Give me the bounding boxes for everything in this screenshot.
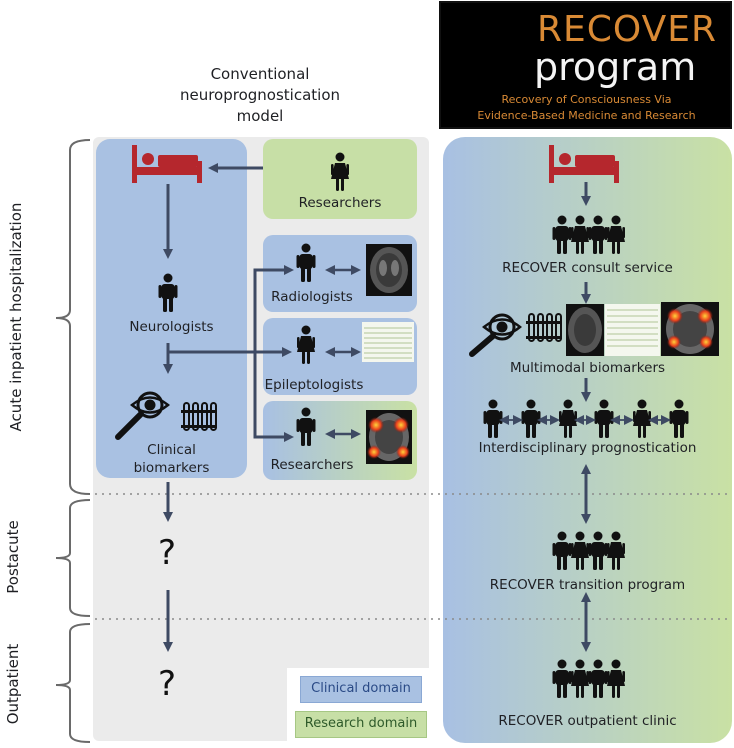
recover-eeg-thumbnail [605,304,660,356]
multimodal-label: Multimodal biomarkers [509,360,666,376]
mri-thumbnail [366,244,412,296]
title-line-2: neuroprognostication [179,86,341,104]
test-tubes-icon [181,402,217,431]
eeg-thumbnail [362,322,414,362]
conventional-title: Conventional neuroprognostication model [172,64,348,127]
magnifier-eye-icon [115,391,170,440]
researchers-bottom-label: Researchers [270,457,354,473]
interdisciplinary-label: Interdisciplinary prognostication [478,440,697,456]
transition-label: RECOVER transition program [489,577,686,593]
logo-tagline-2: Evidence-Based Medicine and Research [477,109,696,122]
title-line-3: model [236,107,284,125]
recover-test-tubes-icon [526,313,562,342]
title-line-1: Conventional [210,65,310,83]
recover-mri-thumbnail [566,304,604,356]
clinic-label: RECOVER outpatient clinic [498,713,677,729]
outpatient-unknown: ? [158,664,177,704]
postacute-unknown: ? [158,533,177,573]
consult-label: RECOVER consult service [502,260,673,276]
legend-clinical: Clinical domain [300,676,422,703]
arrow-to-researchers [253,352,294,442]
logo-tagline-1: Recovery of Consciousness Via [501,93,672,106]
phase-outpatient-label: Outpatient [4,643,22,725]
neurologists-label: Neurologists [129,319,214,335]
recover-magnifier-eye-icon [469,313,522,357]
legend-research: Research domain [295,711,427,738]
researchers-top-label: Researchers [298,195,382,211]
clinical-biomarkers-label-2: biomarkers [133,460,210,476]
logo-recover-text: RECOVER [537,9,717,50]
epileptologists-label: Epileptologists [264,377,364,393]
brace-acute [55,139,91,495]
brace-outpatient [55,623,91,743]
phase-acute-label: Acute inpatient hospitalization [7,202,25,432]
clinical-biomarkers-label-1: Clinical [147,442,196,458]
recover-fmri-thumbnail [661,302,719,356]
fmri-thumbnail [366,410,412,464]
recover-logo: RECOVER program Recovery of Consciousnes… [439,1,732,129]
arrow-to-radiologists [253,265,294,352]
radiologists-label: Radiologists [271,289,353,305]
phase-postacute-label: Postacute [4,520,22,594]
logo-program-text: program [534,45,697,89]
brace-postacute [55,499,91,617]
recover-panel [443,137,732,743]
